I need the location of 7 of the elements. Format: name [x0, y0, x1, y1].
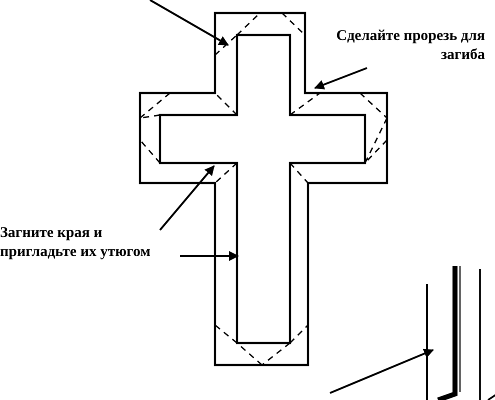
instruction-text: Загните края и пригладьте их утюгом	[0, 224, 152, 262]
leader-line	[314, 67, 368, 90]
leader-line	[159, 165, 215, 231]
instruction-text: Сделайте прорезь для загиба	[335, 27, 485, 65]
leader-line	[180, 251, 239, 261]
leader-line	[330, 348, 434, 394]
leader-line	[150, 0, 229, 46]
